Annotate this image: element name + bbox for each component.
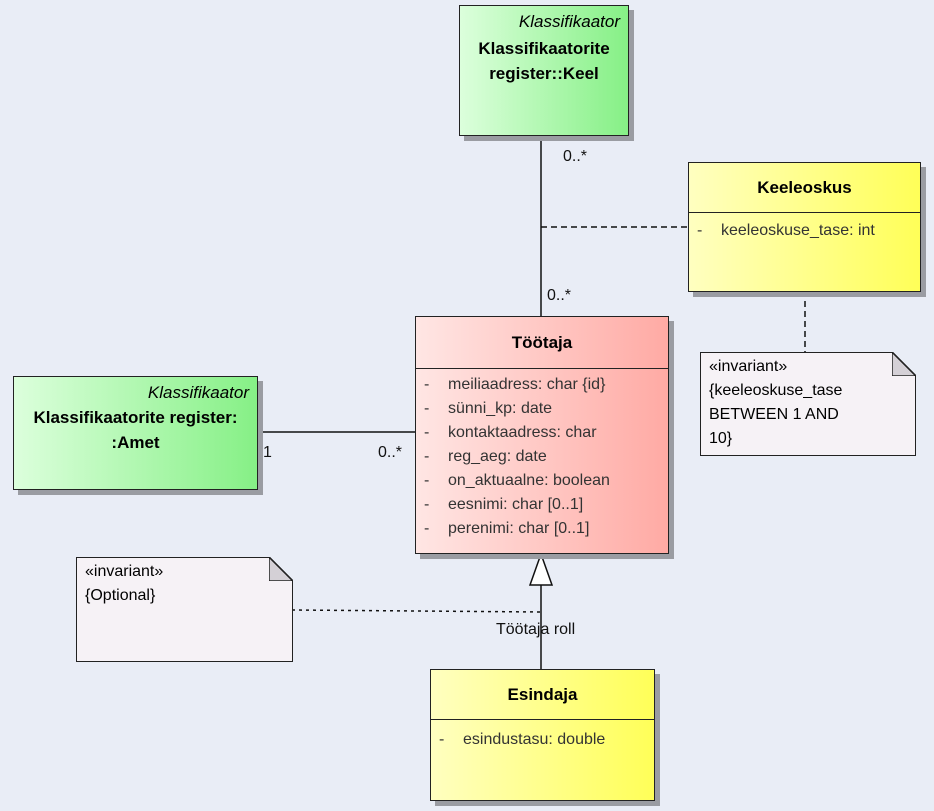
class-name: Klassifikaatorite register::Amet (14, 405, 257, 455)
class-tootaja[interactable]: Töötaja - meiliaadress: char {id} - sünni_… (415, 316, 669, 554)
name-line: Klassifikaatorite register: (33, 408, 238, 427)
optional-note-link[interactable] (291, 609, 542, 613)
class-name: Töötaja (416, 317, 668, 369)
multiplicity-keel: 0..* (563, 148, 588, 165)
attribute[interactable]: - reg_aeg: date (416, 445, 668, 469)
visibility: - (424, 376, 430, 393)
class-keeleoskus[interactable]: Keeleoskus - keeleoskuse_tase: int (688, 162, 921, 292)
multiplicity-tootaja-top: 0..* (547, 287, 572, 304)
attribute-text: keeleoskuse_tase: int (721, 222, 875, 239)
visibility: - (424, 400, 430, 417)
note-fold-icon (892, 352, 916, 376)
class-name: Keeleoskus (689, 163, 920, 213)
name-line: register::Keel (489, 64, 599, 83)
attribute-text: esindustasu: double (463, 731, 606, 748)
note-keeleoskus-invariant[interactable]: «invariant» {keeleoskuse_tase BETWEEN 1 … (700, 352, 916, 456)
attribute[interactable]: - perenimi: char [0..1] (416, 517, 668, 541)
attribute[interactable]: - eesnimi: char [0..1] (416, 493, 668, 517)
name-line: :Amet (111, 433, 160, 452)
note-line: {keeleoskuse_tase (709, 382, 843, 399)
attribute-list: - meiliaadress: char {id} - sünni_kp: date… (416, 369, 668, 541)
class-name: Esindaja (431, 670, 654, 720)
note-line: «invariant» (709, 358, 788, 375)
attribute[interactable]: - kontaktaadress: char (416, 421, 668, 445)
attribute-text: meiliaadress: char {id} (448, 376, 606, 393)
note-optional-invariant[interactable]: «invariant» {Optional} (76, 557, 293, 662)
attribute-text: perenimi: char [0..1] (448, 520, 590, 537)
attribute-text: reg_aeg: date (448, 448, 547, 465)
generalization-arrowhead (528, 551, 554, 586)
stereotype: Klassifikaator (518, 12, 620, 31)
name-line: Klassifikaatorite (478, 39, 610, 58)
visibility: - (424, 520, 430, 537)
multiplicity-amet: 1 (263, 444, 272, 461)
attribute-text: on_aktuaalne: boolean (448, 472, 610, 489)
class-amet[interactable]: Klassifikaator Klassifikaatorite registe… (13, 376, 258, 490)
visibility: - (424, 472, 430, 489)
visibility: - (424, 448, 430, 465)
stereotype: Klassifikaator (147, 383, 249, 402)
note-line: «invariant» (85, 563, 164, 580)
note-fold-icon (269, 557, 293, 581)
class-esindaja[interactable]: Esindaja - esindustasu: double (430, 669, 655, 801)
note-line: {Optional} (85, 587, 156, 604)
attribute[interactable]: - meiliaadress: char {id} (416, 373, 668, 397)
attribute[interactable]: - on_aktuaalne: boolean (416, 469, 668, 493)
attribute[interactable]: - sünni_kp: date (416, 397, 668, 421)
note-line: BETWEEN 1 AND (709, 406, 839, 423)
visibility: - (424, 424, 430, 441)
attribute-text: kontaktaadress: char (448, 424, 597, 441)
attribute[interactable]: - esindustasu: double (431, 728, 654, 752)
attribute[interactable]: - keeleoskuse_tase: int (689, 219, 920, 243)
visibility: - (697, 222, 703, 239)
multiplicity-tootaja-left: 0..* (378, 444, 403, 461)
attribute-text: eesnimi: char [0..1] (448, 496, 584, 513)
visibility: - (439, 731, 445, 748)
note-line: 10} (709, 430, 733, 447)
visibility: - (424, 496, 430, 513)
generalization-label: Töötaja roll (496, 621, 576, 638)
attribute-text: sünni_kp: date (448, 400, 553, 417)
